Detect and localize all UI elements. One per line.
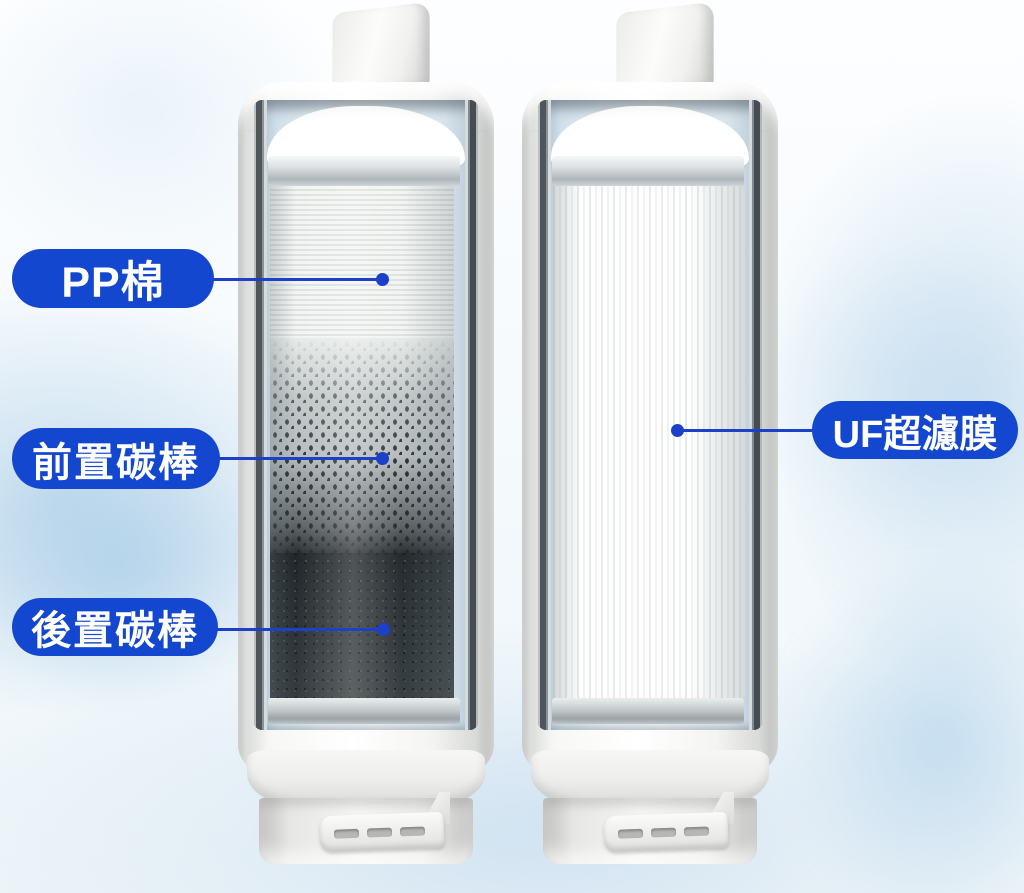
filter-base-clip [319,792,454,854]
uf-media-stack [553,186,745,698]
filter-cutaway-window [538,100,762,730]
label-pp-cotton: PP棉 [12,249,214,308]
clip-bar [603,811,729,853]
media-end-cap-bottom [552,698,744,724]
clip-slot [399,826,426,836]
leader-dot-post-carbon-rod [377,623,390,636]
background-ice-glow-right [780,560,1024,893]
filter-cutaway-window [254,100,478,730]
background-ice-glow-right-mid [770,240,1024,540]
leader-dot-pp-cotton [376,273,389,286]
uf-filter-cartridge [522,1,778,868]
leader-dot-pre-carbon-rod [376,452,389,465]
uf-membrane-layer [553,186,745,698]
filter-base-clip [603,792,738,854]
label-pre-carbon-rod: 前置碳棒 [12,428,220,489]
clip-bar [319,811,445,853]
clip-slot [617,828,644,839]
leader-line-pp-cotton [210,278,382,281]
leader-line-pre-carbon-rod [216,457,382,460]
composite-filter-cartridge [238,1,494,868]
leader-dot-uf-membrane [671,424,684,437]
post-carbon-layer [270,538,454,698]
clip-slot [333,828,360,839]
composite-media-stack [270,186,454,698]
clip-slot [366,827,393,838]
media-end-cap-bottom [268,698,460,724]
pre-carbon-layer [270,338,454,553]
label-post-carbon-rod: 後置碳棒 [12,598,218,656]
media-end-cap-top [268,156,460,186]
pp-cotton-layer [270,186,454,364]
media-end-cap-top [552,156,744,186]
clip-slot [683,826,710,836]
label-uf-membrane: UF超濾膜 [812,401,1018,459]
leader-line-post-carbon-rod [214,628,382,631]
leader-line-uf-membrane [679,429,815,432]
clip-slot [650,827,677,838]
